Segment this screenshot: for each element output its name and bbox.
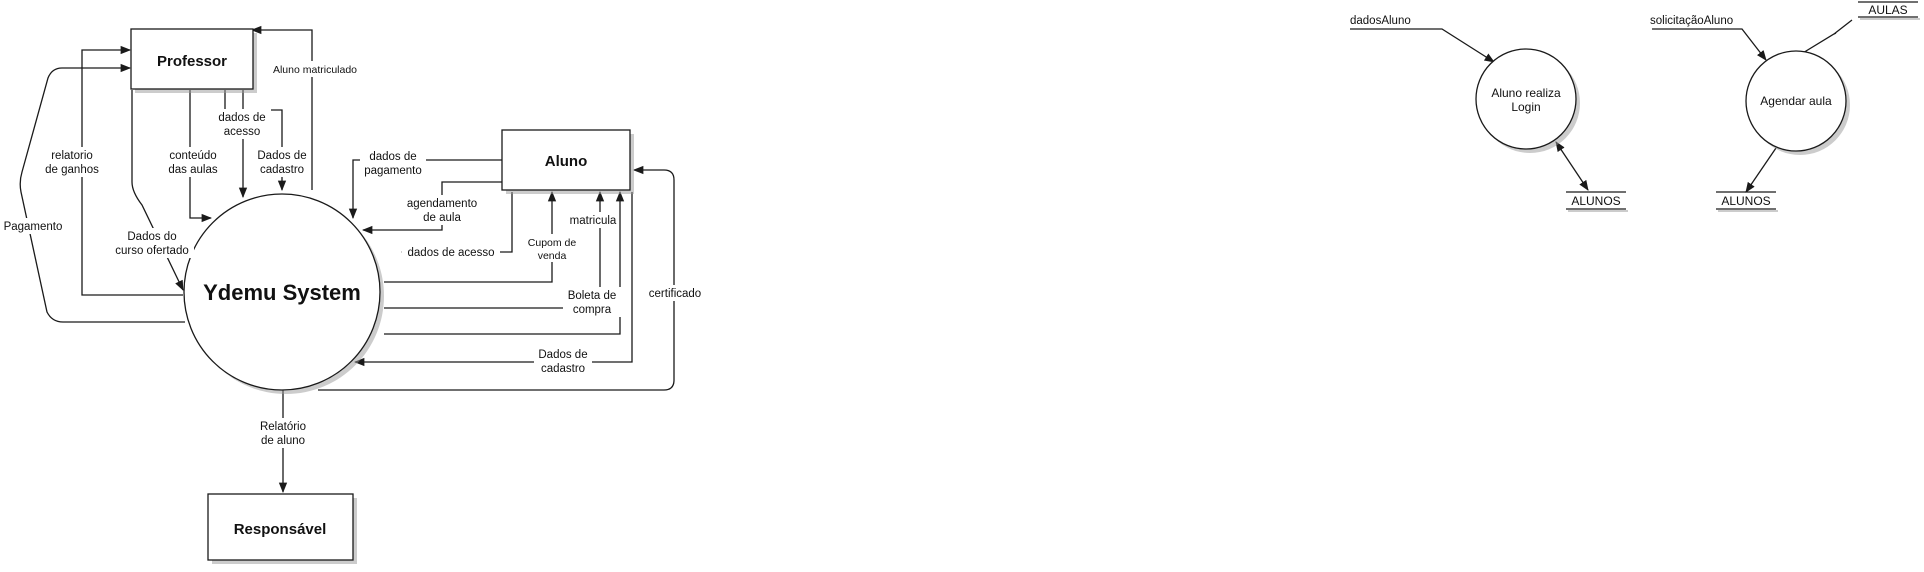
- label-agendamento-1: agendamento: [407, 198, 477, 210]
- flow-matricula: [384, 190, 625, 335]
- process-agendar: Agendar aula: [1760, 94, 1832, 108]
- label-matricula: matricula: [570, 215, 617, 227]
- flow-dados-aluno: [1350, 28, 1495, 63]
- process-login-2: Login: [1511, 100, 1540, 114]
- flow-pagamento: [19, 63, 185, 323]
- label-relatorio-ganhos-2: de ganhos: [45, 164, 99, 176]
- label-dados-cadastro-aluno-1: Dados de: [538, 349, 587, 361]
- flow-cupom-venda: [384, 190, 557, 283]
- responsavel-entity[interactable]: Responsável: [207, 493, 357, 564]
- label-certificado: certificado: [649, 288, 701, 300]
- label-relatorio-aluno-1: Relatório: [260, 421, 306, 433]
- flow-certificado: [318, 165, 675, 391]
- label-dados-acesso-prof-2: acesso: [224, 126, 260, 138]
- label-relatorio-aluno-2: de aluno: [261, 435, 305, 447]
- label-dados-cadastro-aluno-2: cadastro: [541, 363, 585, 375]
- flow-solicitacao-aluno: [1652, 28, 1767, 61]
- flow-dados-pagamento: [348, 159, 502, 220]
- aluno-entity[interactable]: Aluno: [501, 129, 634, 194]
- label-agendamento-2: de aula: [423, 212, 461, 224]
- label-conteudo-2: das aulas: [168, 164, 217, 176]
- process-flow-labels: dadosAluno solicitaçãoAluno: [1350, 15, 1733, 27]
- label-relatorio-ganhos-1: relatorio: [51, 150, 93, 162]
- label-cupom-1: Cupom de: [528, 237, 577, 249]
- flow-login-alunos: [1555, 141, 1589, 191]
- label-dados-acesso-prof-1: dados de: [218, 112, 265, 124]
- data-store-alunos-2[interactable]: ALUNOS: [1716, 191, 1778, 212]
- data-store-aulas[interactable]: AULAS: [1858, 1, 1920, 20]
- label-dados-acesso-aluno: dados de acesso: [408, 247, 495, 259]
- flow-agendar-alunos: [1745, 147, 1777, 193]
- professor-entity[interactable]: Professor: [130, 28, 257, 93]
- label-boleta-1: Boleta de: [568, 290, 617, 302]
- responsavel-label: Responsável: [234, 521, 327, 538]
- flow-aulas-agendar: [1787, 19, 1853, 63]
- system-name: Ydemu System: [203, 280, 361, 305]
- label-dados-aluno: dadosAluno: [1350, 15, 1411, 27]
- label-aluno-matriculado: Aluno matriculado: [273, 64, 357, 76]
- flow-labels: Aluno matriculado dados de acesso conteú…: [0, 61, 706, 448]
- flow-conteudo-aulas: [189, 90, 213, 223]
- label-pagamento: Pagamento: [4, 221, 63, 233]
- process-login-1: Aluno realiza: [1491, 86, 1561, 100]
- label-dados-cadastro-prof-1: Dados de: [257, 150, 306, 162]
- label-dados-pagamento-1: dados de: [369, 151, 416, 163]
- label-dados-cadastro-prof-2: cadastro: [260, 164, 304, 176]
- agendar-aula-process[interactable]: Agendar aula: [1745, 50, 1850, 155]
- flow-dados-curso: [131, 90, 184, 291]
- label-solicitacao-aluno: solicitaçãoAluno: [1650, 15, 1733, 27]
- label-dados-pagamento-2: pagamento: [364, 165, 422, 177]
- label-curso-1: Dados do: [127, 231, 176, 243]
- flow-aluno-matriculado: [250, 25, 313, 190]
- aluno-label: Aluno: [545, 153, 588, 170]
- label-curso-2: curso ofertado: [115, 245, 189, 257]
- ydemu-system-process[interactable]: Ydemu System: [183, 193, 384, 394]
- store-aulas-label: AULAS: [1868, 3, 1907, 17]
- store-alunos-2-label: ALUNOS: [1721, 194, 1770, 208]
- label-conteudo-1: conteúdo: [169, 150, 216, 162]
- label-boleta-2: compra: [573, 304, 612, 316]
- aluno-realiza-login-process[interactable]: Aluno realiza Login: [1475, 48, 1580, 153]
- store-alunos-1-label: ALUNOS: [1571, 194, 1620, 208]
- flow-dados-cadastro-aluno: [353, 192, 633, 367]
- professor-label: Professor: [157, 53, 227, 70]
- label-cupom-2: venda: [538, 250, 567, 262]
- data-store-alunos-1[interactable]: ALUNOS: [1566, 191, 1628, 212]
